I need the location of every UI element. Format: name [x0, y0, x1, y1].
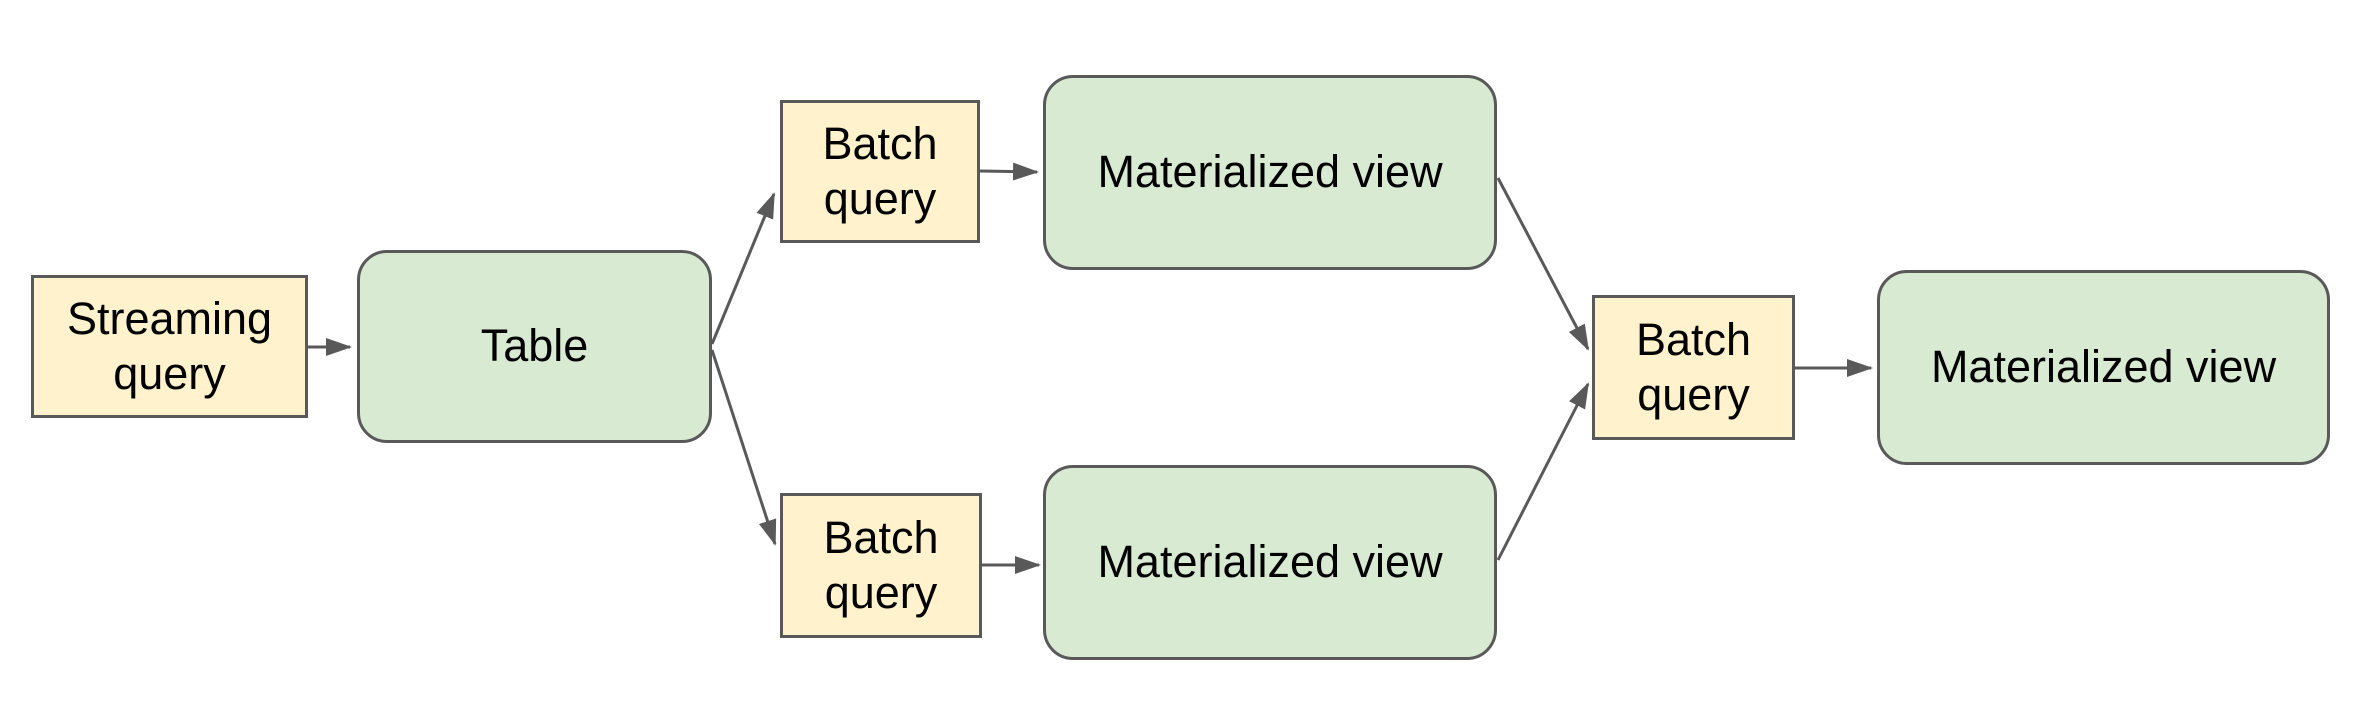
node-label-table: Table [480, 320, 589, 372]
edge-table-to-batch-query-top [710, 192, 776, 345]
node-streaming-query: Streaming query [31, 275, 308, 418]
node-materialized-view-top: Materialized view [1043, 75, 1497, 270]
edge-batch-query-top-to-materialized-view-top [979, 162, 1039, 181]
edge-table-to-batch-query-bottom [710, 349, 777, 546]
node-table: Table [357, 250, 712, 443]
edge-materialized-view-bottom-to-batch-query-final [1496, 382, 1590, 561]
node-label-batch-query-bottom: Batch query [823, 511, 939, 618]
node-label-materialized-view-top: Materialized view [1097, 146, 1443, 198]
node-batch-query-bottom: Batch query [780, 493, 982, 638]
node-label-materialized-view-bottom: Materialized view [1097, 536, 1443, 588]
edge-materialized-view-top-to-batch-query-final [1496, 177, 1590, 351]
node-materialized-view-final: Materialized view [1877, 270, 2330, 465]
node-label-streaming-query: Streaming query [66, 292, 273, 399]
node-batch-query-top: Batch query [780, 100, 980, 243]
node-label-batch-query-top: Batch query [822, 117, 938, 224]
node-label-batch-query-final: Batch query [1635, 313, 1752, 420]
node-batch-query-final: Batch query [1592, 295, 1795, 440]
node-materialized-view-bottom: Materialized view [1043, 465, 1497, 660]
node-label-materialized-view-final: Materialized view [1930, 341, 2277, 393]
